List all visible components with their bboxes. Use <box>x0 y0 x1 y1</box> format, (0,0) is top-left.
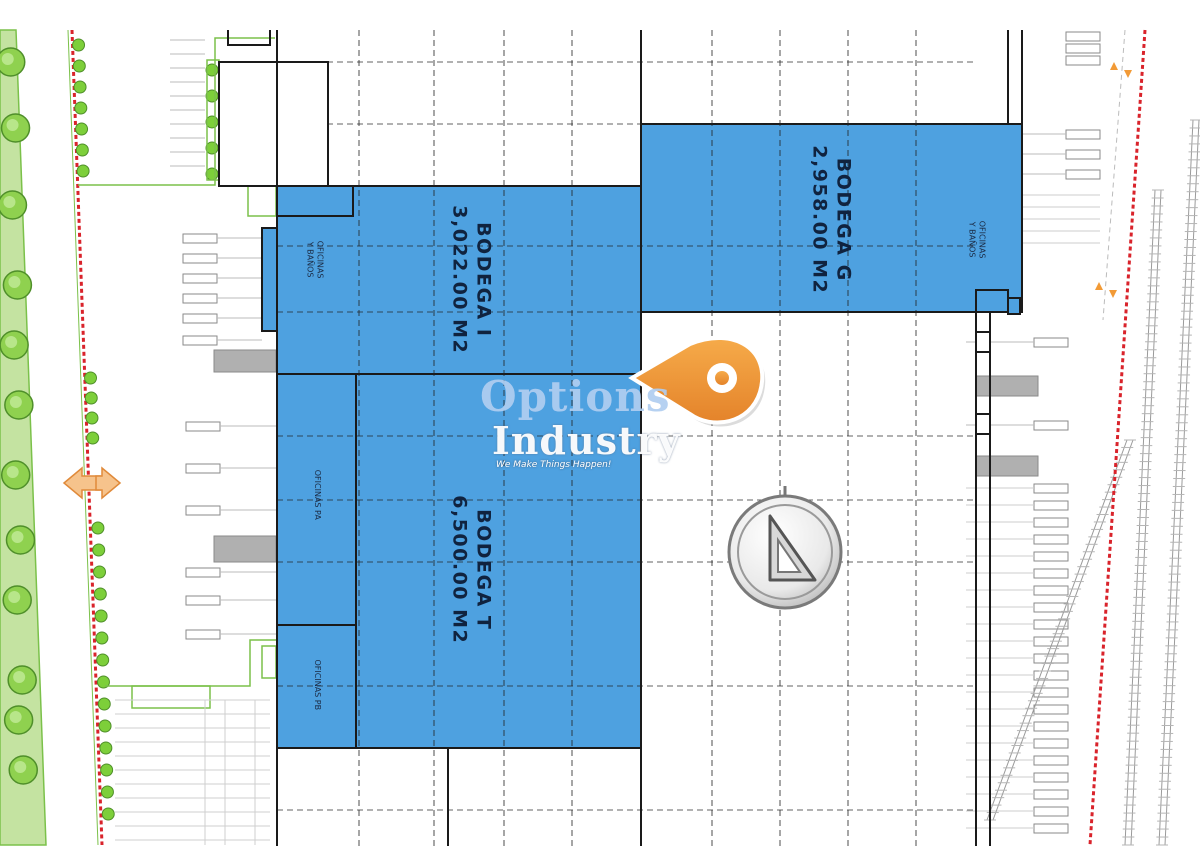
tree-icon <box>0 113 31 143</box>
railway-track-icon <box>984 119 1200 846</box>
bodega-t-name: BODEGA T <box>471 509 494 631</box>
oficinas-pa-label: OFICINAS PA <box>312 469 322 521</box>
parking-stall-group <box>115 31 1101 845</box>
bodega-i-side <box>261 227 278 332</box>
building-outlines <box>218 30 1023 846</box>
location-pin-icon <box>628 336 766 427</box>
tree-icon <box>3 705 34 735</box>
tree-icon <box>8 755 38 785</box>
tree-icon <box>2 270 33 300</box>
bodega-i-area: 3,022.00 M2 <box>448 205 470 355</box>
traffic-arrows <box>1095 62 1132 298</box>
tree-icon <box>0 330 29 360</box>
tree-icon <box>5 525 36 555</box>
landscape-strip <box>0 29 47 846</box>
bodega-i-block <box>276 185 642 375</box>
tree-icon-group <box>0 47 38 785</box>
bodega-g-name: BODEGA G <box>831 158 854 282</box>
loading-bay-group <box>213 349 1039 563</box>
oficinas-pb-label: OFICINAS PB <box>312 659 322 711</box>
tree-icon <box>7 665 37 695</box>
tree-icon <box>0 190 28 220</box>
tree-icon <box>4 390 34 420</box>
tree-icon <box>0 47 26 77</box>
bodega-g-area: 2,958.00 M2 <box>808 145 830 295</box>
bodega-t-area: 6,500.00 M2 <box>448 495 470 645</box>
compass-north-icon <box>727 486 843 610</box>
bodega-i-annex <box>276 185 354 217</box>
tree-icon <box>2 585 32 615</box>
entrance-arrows-icon <box>62 466 122 500</box>
property-boundary-right <box>1088 29 1147 846</box>
bodega-i-name: BODEGA I <box>471 222 494 338</box>
tree-icon <box>0 460 31 490</box>
fence-line-left <box>67 29 99 846</box>
